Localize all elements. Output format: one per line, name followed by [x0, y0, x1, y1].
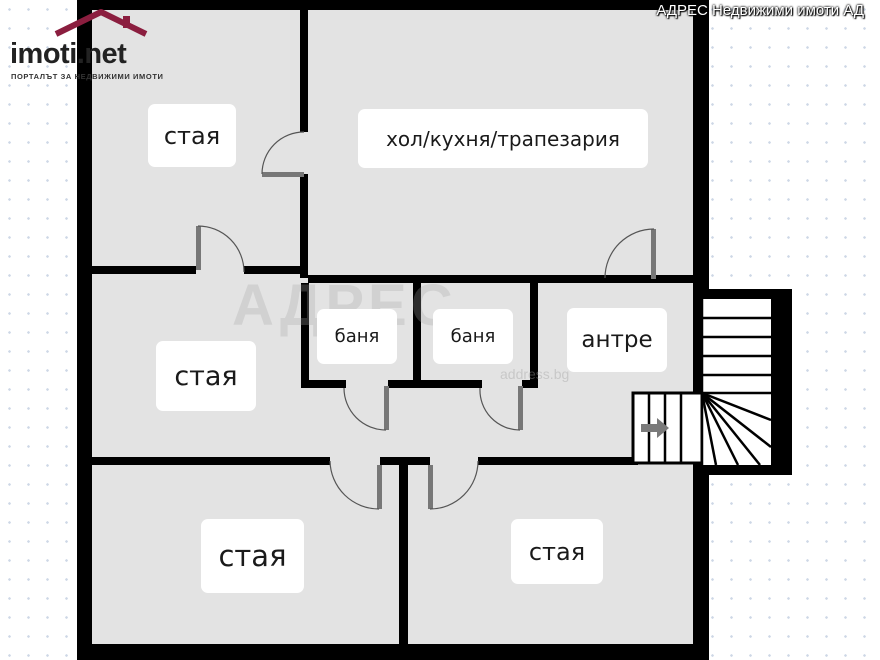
wall-bottom	[77, 644, 709, 660]
logo-brand: imoti.net	[10, 38, 127, 70]
wall-h270-a	[92, 266, 196, 274]
door-room-bottom-left	[329, 460, 382, 510]
room-label-top-left: стая	[148, 104, 236, 167]
walls	[77, 0, 792, 660]
wall-stairs-top	[702, 289, 792, 299]
wall-bath1-bottom-b	[388, 380, 482, 388]
wall-stairs-right	[771, 289, 792, 475]
room-label-mid-left: стая	[156, 341, 256, 411]
door-room-mid-left	[196, 225, 245, 273]
door-hall	[604, 228, 656, 279]
wall-h270-b	[244, 266, 308, 274]
wall-top-divider-upper	[300, 10, 308, 132]
wall-left	[77, 6, 92, 660]
wall-top	[77, 0, 709, 10]
wall-h460-a	[92, 457, 330, 465]
room-label-hall: антре	[567, 308, 667, 372]
room-label-bath-1: баня	[317, 309, 397, 364]
room-label-living: хол/кухня/трапезария	[358, 109, 648, 168]
house-roof-icon	[54, 9, 148, 37]
wall-top-divider-lower	[300, 174, 308, 278]
logo-tagline: ПОРТАЛЪТ ЗА НЕДВИЖИМИ ИМОТИ	[11, 72, 164, 81]
wall-h280-b	[656, 275, 693, 283]
door-bath-1	[343, 386, 389, 431]
wall-bath2-bottom-b	[522, 380, 538, 388]
room-label-bath-2: баня	[433, 309, 513, 364]
wall-bath1-left	[301, 283, 309, 385]
wall-h460-c	[478, 457, 638, 465]
watermark-sub: address.bg	[500, 366, 570, 382]
door-room-bottom-right	[428, 460, 479, 510]
wall-h280-a	[308, 275, 658, 283]
agency-name: АДРЕС Недвижими имоти АД	[656, 2, 864, 19]
imoti-logo: imoti.net ПОРТАЛЪТ ЗА НЕДВИЖИМИ ИМОТИ	[8, 8, 178, 88]
wall-bath2-right	[530, 283, 538, 385]
wall-stairs-bottom	[702, 463, 792, 475]
doors	[196, 131, 656, 510]
wall-bath-middle	[413, 283, 421, 385]
wall-bottom-divider	[399, 460, 408, 650]
wall-bath1-bottom-a	[301, 380, 346, 388]
door-top-rooms	[261, 131, 305, 177]
room-label-bottom-right: стая	[511, 519, 603, 584]
door-bath-2	[479, 386, 523, 431]
arrow-right-icon	[641, 418, 669, 438]
room-label-bottom-left: стая	[201, 519, 304, 593]
